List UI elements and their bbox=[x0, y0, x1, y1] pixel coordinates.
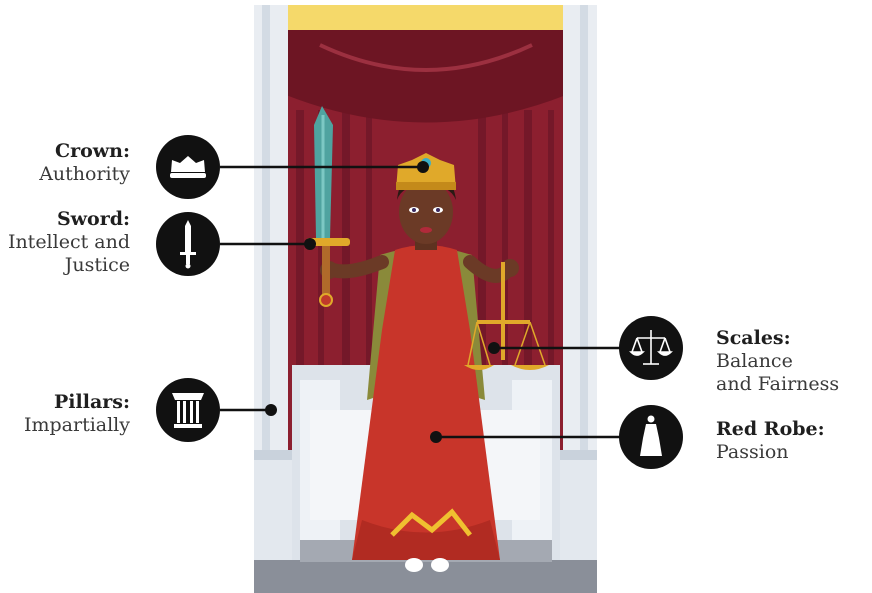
curtain-valance bbox=[286, 30, 566, 123]
sword-description-line-2: Justice bbox=[8, 254, 130, 277]
scales-dot bbox=[488, 342, 500, 354]
crown-description: Authority bbox=[39, 163, 130, 186]
pillars-marker bbox=[156, 378, 220, 442]
crown-marker bbox=[156, 135, 220, 199]
sword-label: Sword: Intellect and Justice bbox=[8, 208, 130, 277]
robe-title: Red Robe: bbox=[716, 418, 825, 440]
robe-description: Passion bbox=[716, 441, 825, 464]
lady-justice-illustration bbox=[254, 5, 597, 593]
sword-title: Sword: bbox=[57, 208, 130, 230]
sword-description-line-1: Intellect and bbox=[8, 231, 130, 254]
scales-marker bbox=[619, 316, 683, 380]
scales-description-line-1: Balance bbox=[716, 350, 793, 372]
pillars-label: Pillars: Impartially bbox=[24, 391, 130, 437]
crown-dot bbox=[417, 161, 429, 173]
floor bbox=[254, 560, 597, 593]
scales-title: Scales: bbox=[716, 327, 791, 349]
sword-dot bbox=[304, 238, 316, 250]
robe-dot bbox=[430, 431, 442, 443]
crown-label: Crown: Authority bbox=[39, 140, 130, 186]
sword-marker bbox=[156, 212, 220, 276]
pillars-title: Pillars: bbox=[54, 391, 130, 413]
scales-label: Scales: Balance and Fairness bbox=[716, 327, 872, 396]
robe-marker bbox=[619, 405, 683, 469]
robe-label: Red Robe: Passion bbox=[716, 418, 825, 464]
pillars-dot bbox=[265, 404, 277, 416]
crown-title: Crown: bbox=[55, 140, 130, 162]
scales-description-line-2: and Fairness bbox=[716, 373, 872, 396]
pillars-description: Impartially bbox=[24, 414, 130, 437]
